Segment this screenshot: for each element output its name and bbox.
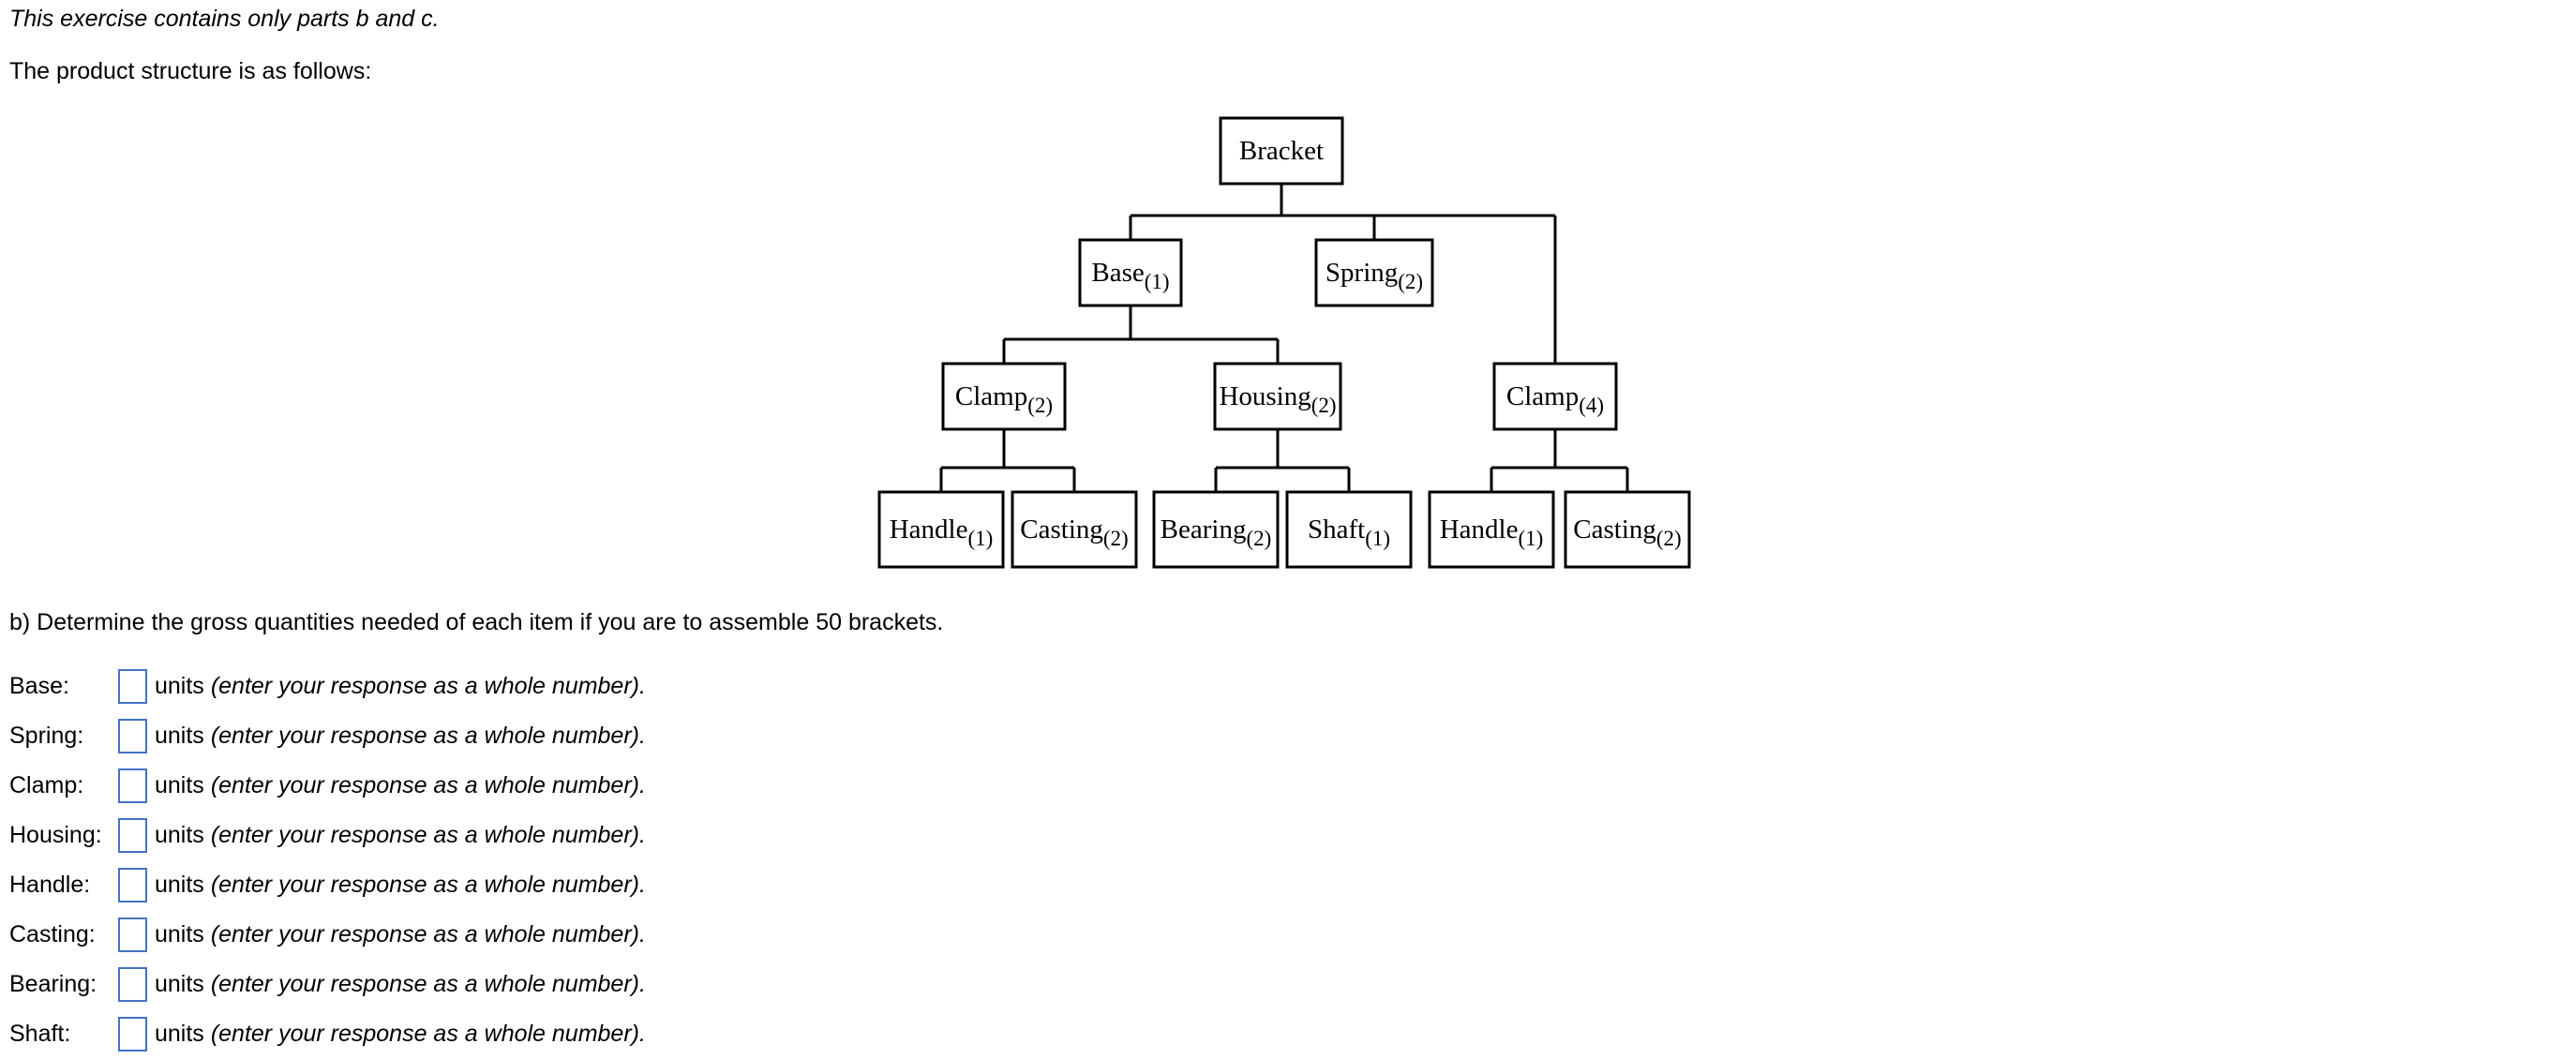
tree-node-box-clamp bbox=[941, 362, 1067, 431]
tree-node-box-base bbox=[1078, 238, 1183, 307]
answer-row: Spring: units(enter your response as a wh… bbox=[0, 711, 937, 761]
response-format-hint: (enter your response as a whole number). bbox=[210, 772, 646, 798]
tree-node-box-clamp bbox=[1492, 362, 1618, 431]
tree-node-box-handle bbox=[877, 490, 1005, 569]
response-format-hint: (enter your response as a whole number). bbox=[210, 921, 646, 947]
tree-node-label-bearing: Bearing(2) bbox=[1161, 515, 1272, 551]
tree-node-box-spring bbox=[1314, 238, 1434, 307]
answer-input-housing[interactable] bbox=[118, 818, 147, 853]
answer-row: Shaft: units(enter your response as a who… bbox=[0, 1009, 937, 1059]
response-format-hint: (enter your response as a whole number). bbox=[210, 971, 646, 997]
answer-label-handle: Handle: bbox=[9, 872, 91, 898]
answer-rows-container: Base:units(enter your response as a whol… bbox=[0, 662, 937, 1059]
answer-row: Bearing: units(enter your response as a w… bbox=[0, 960, 937, 1009]
answer-label-base: Base: bbox=[9, 673, 69, 699]
answer-row: Base: units(enter your response as a whol… bbox=[0, 662, 937, 711]
exercise-note: This exercise contains only parts b and … bbox=[9, 6, 440, 32]
answer-label-shaft: Shaft: bbox=[9, 1021, 71, 1047]
answer-label-spring: Spring: bbox=[9, 723, 84, 749]
answer-row: Clamp: units(enter your response as a who… bbox=[0, 761, 937, 811]
units-label: units bbox=[155, 723, 204, 749]
response-format-hint: (enter your response as a whole number). bbox=[210, 872, 646, 898]
answer-input-bearing[interactable] bbox=[118, 967, 147, 1002]
tree-node-box-housing bbox=[1213, 362, 1342, 431]
response-format-hint: (enter your response as a whole number). bbox=[210, 673, 646, 699]
response-format-hint: (enter your response as a whole number). bbox=[210, 723, 646, 749]
tree-node-label-spring: Spring(2) bbox=[1325, 258, 1423, 294]
question-b-text: b) Determine the gross quantities needed… bbox=[9, 609, 944, 635]
tree-node-label-clamp: Clamp(2) bbox=[955, 381, 1053, 418]
tree-node-box-handle bbox=[1428, 490, 1555, 569]
units-label: units bbox=[155, 1021, 204, 1047]
answer-row: Handle: units(enter your response as a wh… bbox=[0, 860, 937, 910]
tree-node-label-handle: Handle(1) bbox=[1440, 515, 1544, 551]
units-label: units bbox=[155, 872, 204, 898]
tree-node-box-bracket bbox=[1219, 116, 1344, 186]
answer-input-spring[interactable] bbox=[118, 719, 147, 753]
tree-node-label-casting: Casting(2) bbox=[1020, 515, 1128, 551]
units-label: units bbox=[155, 772, 204, 798]
tree-node-box-casting bbox=[1011, 490, 1138, 569]
tree-node-label-shaft: Shaft(1) bbox=[1308, 515, 1390, 551]
answer-input-base[interactable] bbox=[118, 669, 147, 704]
response-format-hint: (enter your response as a whole number). bbox=[210, 822, 646, 848]
units-label: units bbox=[155, 822, 204, 848]
units-label: units bbox=[155, 673, 204, 699]
tree-node-box-shaft bbox=[1285, 490, 1413, 569]
tree-node-label-handle: Handle(1) bbox=[890, 515, 994, 551]
answer-label-housing: Housing: bbox=[9, 822, 102, 848]
tree-node-label-clamp: Clamp(4) bbox=[1506, 381, 1604, 418]
tree-connectors bbox=[939, 184, 1629, 492]
answer-input-casting[interactable] bbox=[118, 917, 147, 952]
response-format-hint: (enter your response as a whole number). bbox=[210, 1021, 646, 1047]
answer-input-shaft[interactable] bbox=[118, 1017, 147, 1052]
units-label: units bbox=[155, 921, 204, 947]
tree-node-box-bearing bbox=[1152, 490, 1280, 569]
answer-row: Casting: units(enter your response as a w… bbox=[0, 910, 937, 960]
units-label: units bbox=[155, 971, 204, 997]
answer-row: Housing: units(enter your response as a w… bbox=[0, 811, 937, 860]
answer-label-clamp: Clamp: bbox=[9, 772, 84, 798]
answer-input-handle[interactable] bbox=[118, 868, 147, 902]
answer-label-casting: Casting: bbox=[9, 921, 96, 947]
product-structure-caption: The product structure is as follows: bbox=[9, 58, 372, 84]
answer-label-bearing: Bearing: bbox=[9, 971, 97, 997]
tree-node-label-casting: Casting(2) bbox=[1573, 515, 1681, 551]
answer-input-clamp[interactable] bbox=[118, 768, 147, 803]
tree-node-box-casting bbox=[1564, 490, 1691, 569]
tree-node-label-housing: Housing(2) bbox=[1219, 381, 1336, 418]
tree-node-label-bracket: Bracket bbox=[1239, 136, 1324, 166]
tree-node-label-base: Base(1) bbox=[1091, 258, 1169, 294]
